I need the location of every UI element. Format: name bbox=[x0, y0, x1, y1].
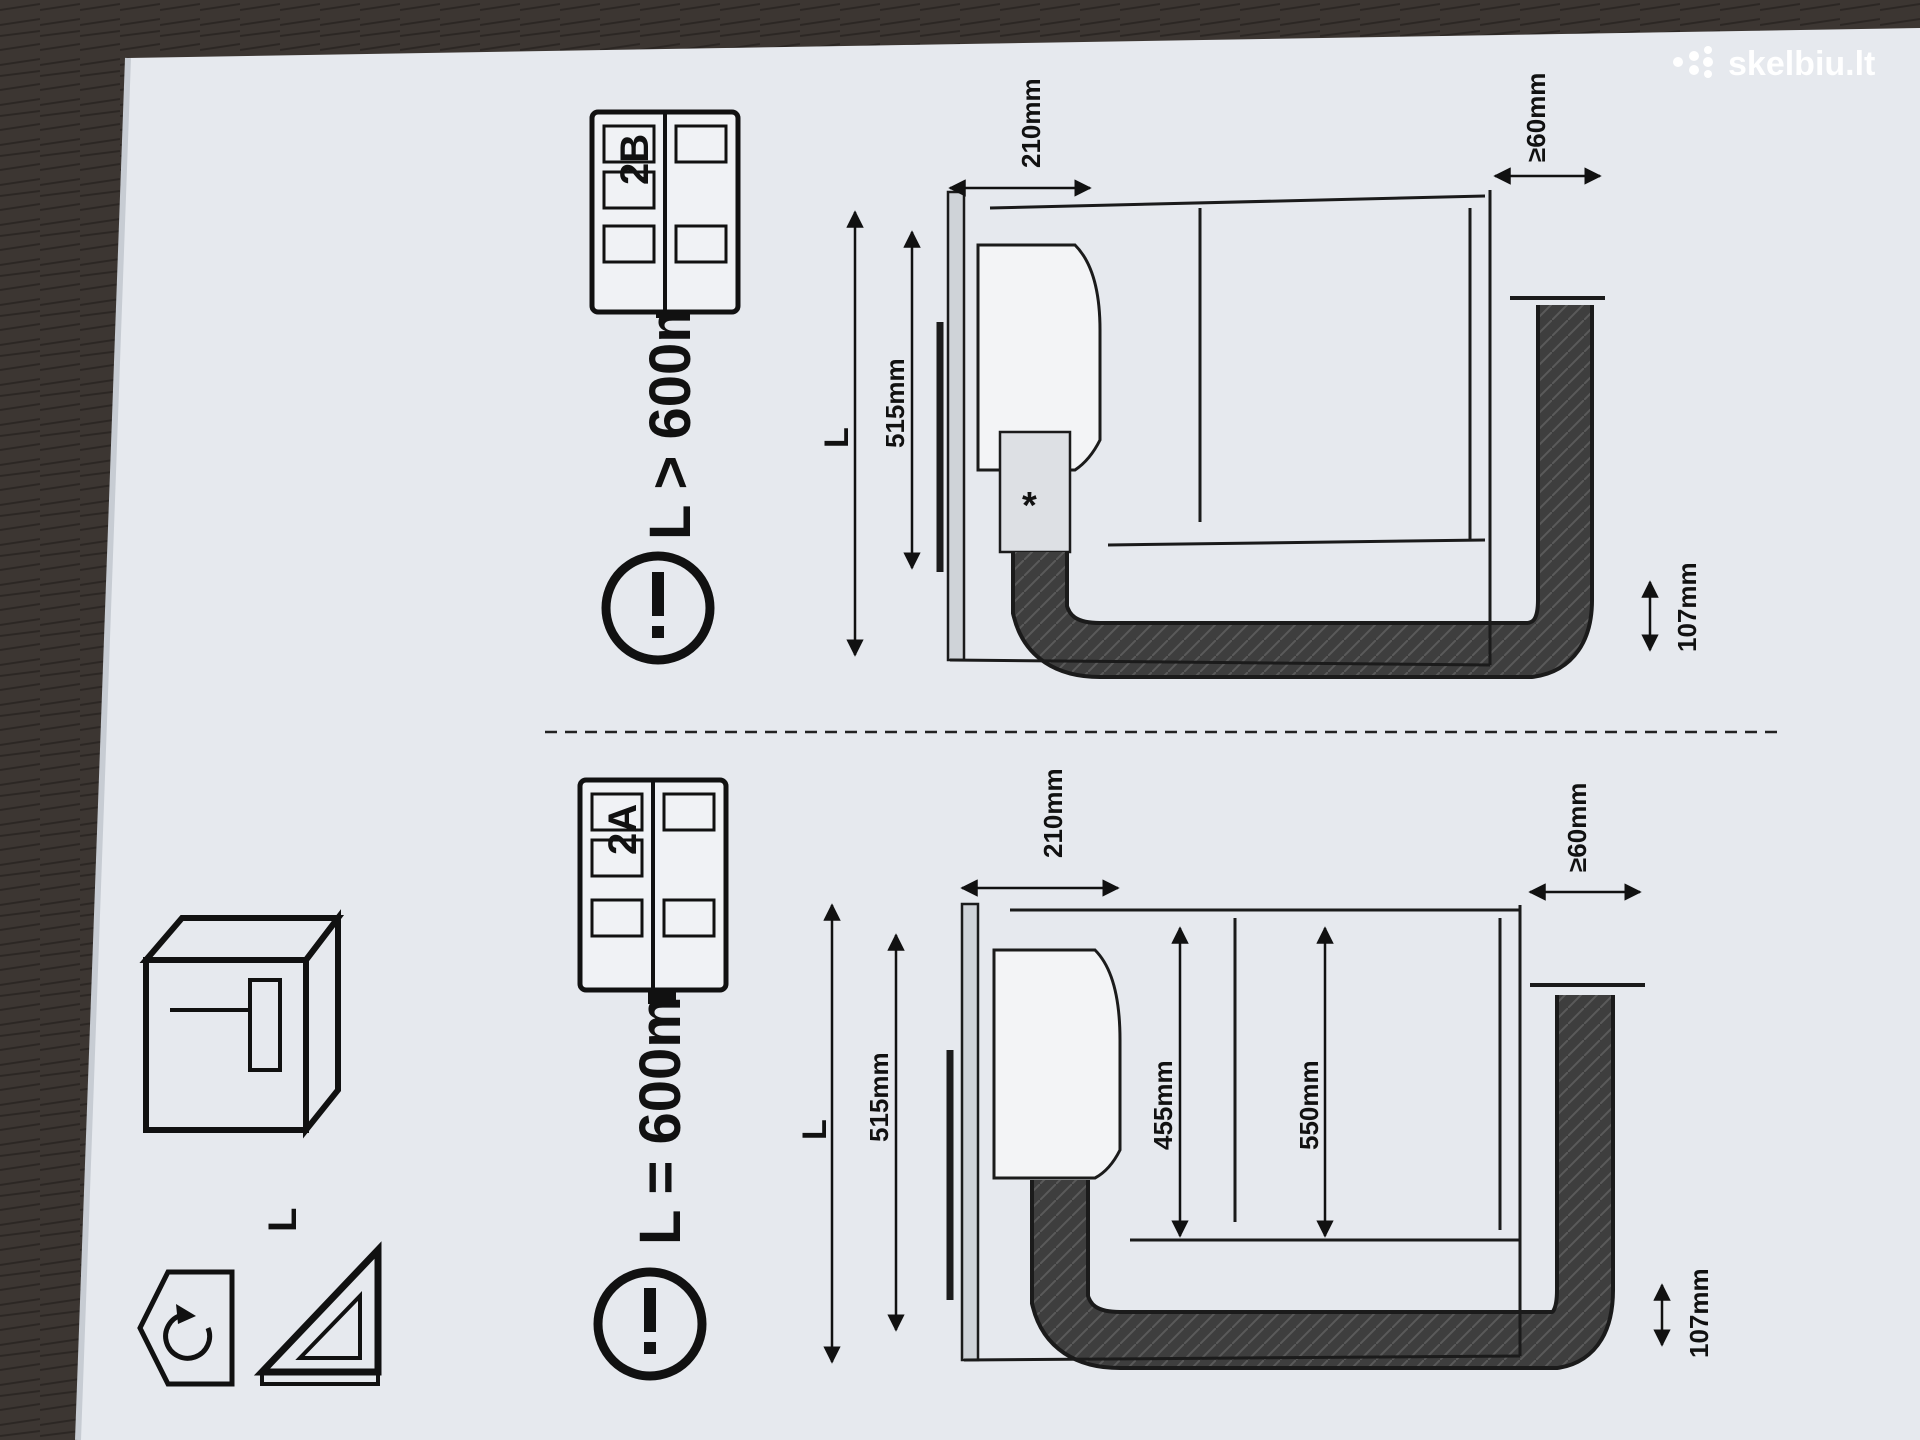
page-ref: 2B bbox=[613, 134, 657, 185]
cabinet-label: L bbox=[261, 1208, 305, 1232]
warning-icon bbox=[593, 1267, 707, 1381]
cabinet-drawing-top: * bbox=[936, 190, 1605, 679]
cabinet-isometric-icon bbox=[139, 909, 345, 1139]
flex-hose-texture bbox=[1034, 995, 1611, 1366]
warning-icon bbox=[601, 551, 715, 665]
dim-plinth-height: 107mm bbox=[1672, 562, 1702, 652]
refresh-shield-icon bbox=[137, 1269, 235, 1387]
dim-top-offset: 210mm bbox=[1038, 768, 1068, 858]
dim-drawer-depth-2: 550mm bbox=[1294, 1060, 1324, 1150]
cabinet-drawing-bottom bbox=[946, 902, 1645, 1370]
cabinet-base bbox=[949, 658, 1491, 667]
booklet-icon bbox=[577, 777, 729, 993]
set-square-ruler-icon bbox=[253, 1241, 382, 1386]
dimensions-bottom bbox=[823, 879, 1671, 1364]
instruction-sheet bbox=[78, 28, 1920, 1440]
booklet-icon bbox=[589, 109, 741, 315]
hob-glass bbox=[960, 902, 980, 1362]
sheet-edge bbox=[75, 57, 131, 1440]
page-ref: 2A bbox=[601, 804, 645, 855]
fan-unit bbox=[976, 243, 1102, 472]
fan-unit bbox=[992, 948, 1122, 1180]
dim-drawer-depth-1: 455mm bbox=[1148, 1060, 1178, 1150]
drawer-bottom-rail bbox=[1107, 538, 1486, 547]
skelbiu-logo-icon bbox=[1673, 46, 1713, 78]
dim-top-offset: 210mm bbox=[1016, 78, 1046, 168]
flex-hose-texture bbox=[1015, 305, 1590, 675]
watermark-text: skelbiu.lt bbox=[1728, 45, 1875, 83]
panel-top: L > 600mm 2B bbox=[589, 73, 1702, 679]
duct-adapter bbox=[998, 430, 1072, 554]
dim-length: L bbox=[796, 1119, 834, 1140]
asterisk-mark: * bbox=[1022, 485, 1037, 527]
watermark: skelbiu.lt bbox=[1673, 45, 1875, 83]
dim-length: L bbox=[818, 427, 856, 448]
dim-rear-gap: ≥60mm bbox=[1562, 783, 1592, 872]
cabinet-base bbox=[963, 1354, 1521, 1362]
dim-hob-depth: 515mm bbox=[880, 358, 910, 448]
dim-plinth-height: 107mm bbox=[1684, 1268, 1714, 1358]
drawer-top-rail bbox=[989, 194, 1486, 210]
panel-bottom: L L = 600mm 2A bbox=[137, 768, 1714, 1387]
hob-glass bbox=[946, 190, 966, 662]
dim-hob-depth: 515mm bbox=[864, 1052, 894, 1142]
dim-rear-gap: ≥60mm bbox=[1521, 73, 1551, 162]
dimensions-top bbox=[846, 167, 1659, 657]
